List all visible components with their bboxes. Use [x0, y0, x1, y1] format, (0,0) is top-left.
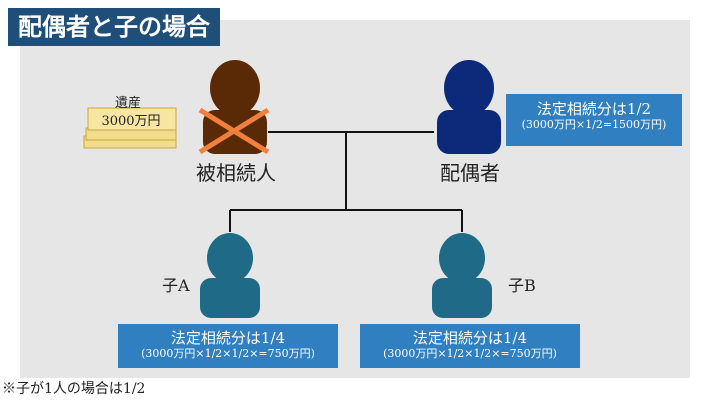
spouse-label: 配偶者 — [440, 161, 500, 185]
child-b-share-box: 法定相続分は1/4 (3000万円×1/2×1/2×=750万円) — [360, 324, 580, 368]
child-b-share-title: 法定相続分は1/4 — [412, 329, 528, 347]
child-a-label: 子A — [162, 276, 190, 295]
child-b-label: 子B — [508, 276, 536, 295]
child-b-share-formula: (3000万円×1/2×1/2×=750万円) — [383, 347, 557, 360]
footnote: ※子が1人の場合は1/2 — [2, 381, 146, 397]
child-b-person-icon — [432, 233, 492, 318]
child-a-share-title: 法定相続分は1/4 — [170, 329, 286, 347]
estate-value: 3000万円 — [101, 114, 161, 129]
page-title: 配偶者と子の場合 — [8, 8, 220, 46]
deceased-label: 被相続人 — [196, 161, 276, 185]
child-a-person-icon — [200, 233, 260, 318]
family-connectors — [229, 131, 463, 232]
diagram-panel — [20, 20, 690, 378]
spouse-share-formula: (3000万円×1/2=1500万円) — [521, 118, 667, 131]
spouse-share-box: 法定相続分は1/2 (3000万円×1/2=1500万円) — [506, 94, 682, 146]
child-a-share-box: 法定相続分は1/4 (3000万円×1/2×1/2×=750万円) — [118, 324, 338, 368]
spouse-share-title: 法定相続分は1/2 — [536, 100, 652, 118]
spouse-person-icon — [437, 60, 501, 154]
child-a-share-formula: (3000万円×1/2×1/2×=750万円) — [141, 347, 315, 360]
deceased-person-icon — [203, 60, 267, 154]
estate-stack-icon — [83, 107, 177, 149]
estate-label: 遺産 — [115, 96, 142, 111]
deceased-cross-icon — [198, 107, 270, 155]
